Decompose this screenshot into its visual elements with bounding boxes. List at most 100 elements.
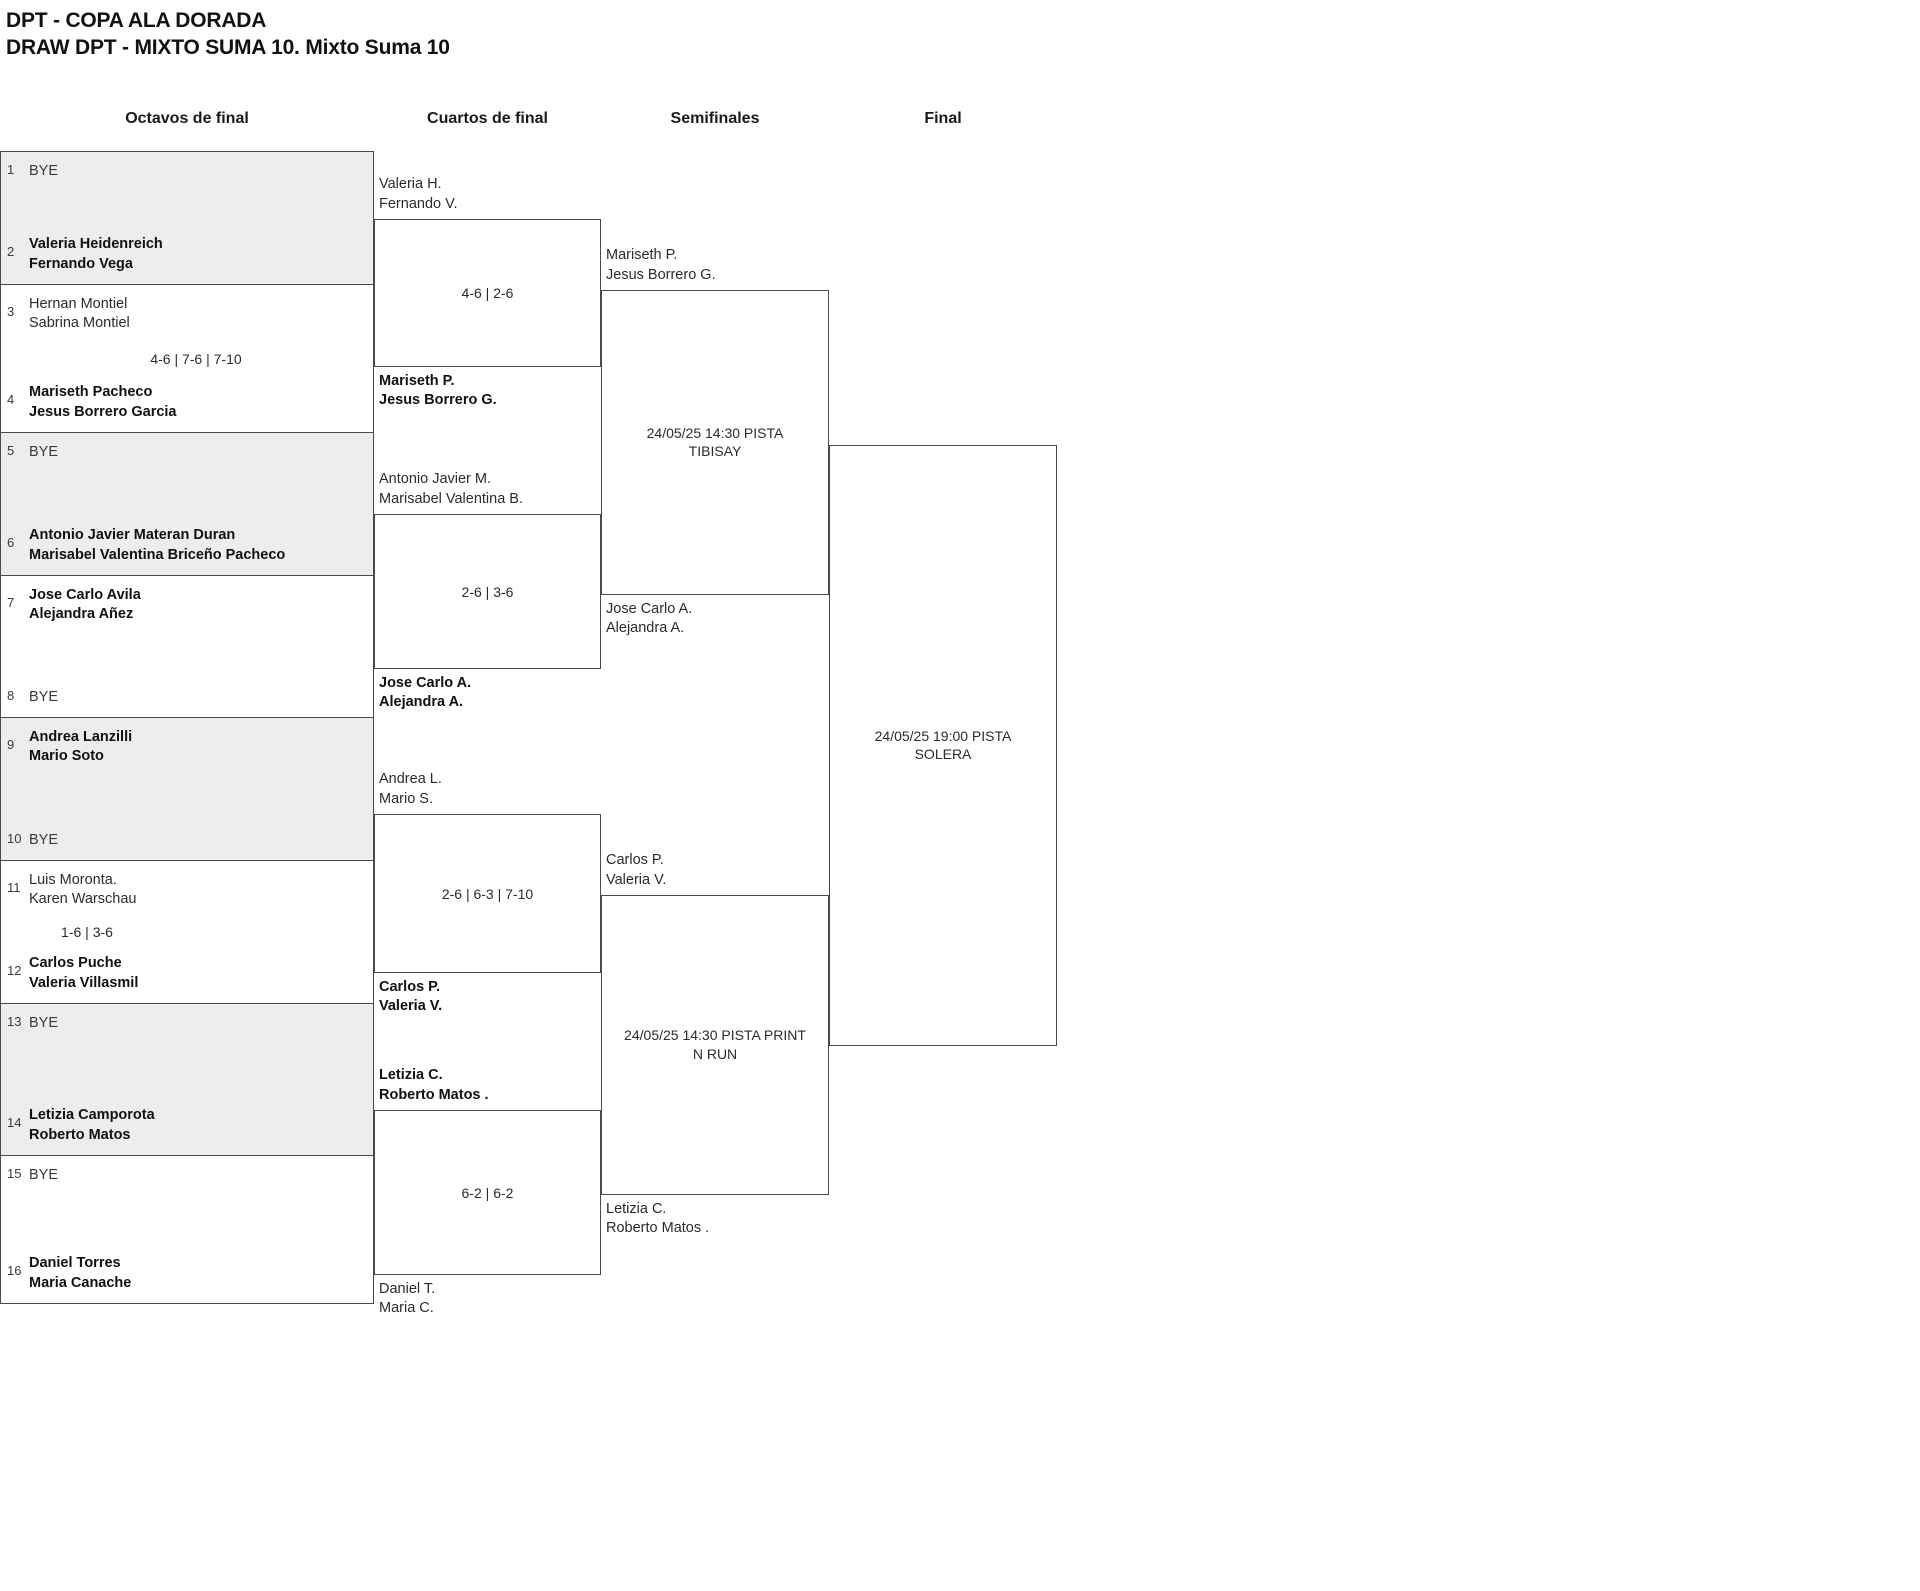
team-slot-top[interactable]: Letizia C. Roberto Matos . — [379, 1066, 489, 1105]
player-2-name: Valeria V. — [606, 871, 667, 888]
player-1-name: Valeria Heidenreich — [29, 236, 163, 253]
player-2-name: Mario Soto — [29, 748, 104, 765]
team-slot-bottom[interactable]: Daniel T. Maria C. — [379, 1280, 435, 1319]
team-slot[interactable]: 13 BYE — [1, 1014, 373, 1033]
team-slot[interactable]: 1 BYE — [1, 162, 373, 181]
player-1-name: Luis Moronta. — [29, 872, 117, 888]
schedule-line-1: 24/05/25 14:30 PISTA — [646, 424, 784, 441]
quarterfinal-match-1[interactable]: Valeria H. Fernando V. 4-6 | 2-6 Mariset… — [374, 176, 601, 408]
player-2-name: Mario S. — [379, 790, 433, 807]
team-slot-bottom[interactable]: Mariseth P. Jesus Borrero G. — [379, 372, 497, 411]
seed-number: 7 — [7, 595, 15, 610]
seed-number: 15 — [7, 1166, 22, 1181]
team-slot[interactable]: 12 Carlos Puche Valeria Villasmil — [1, 954, 373, 993]
seed-number: 3 — [7, 304, 15, 319]
player-2-name: Marisabel Valentina B. — [379, 490, 524, 507]
match-score: 4-6 | 7-6 | 7-10 — [150, 350, 242, 367]
team-names: BYE — [29, 163, 59, 179]
player-1-name: Jose Carlo A. — [379, 675, 472, 691]
player-1-name: Antonio Javier M. — [379, 471, 492, 488]
team-slot-bottom[interactable]: Jose Carlo A. Alejandra A. — [606, 600, 692, 639]
team-names: Mariseth Pacheco Jesus Borrero Garcia — [29, 383, 177, 422]
team-slot[interactable]: 3 Hernan Montiel Sabrina Montiel — [1, 295, 373, 334]
seed-number: 12 — [7, 963, 22, 979]
team-slot-top[interactable]: Mariseth P. Jesus Borrero G. — [606, 246, 716, 285]
seed-number: 5 — [7, 443, 15, 458]
player-1-name: Antonio Javier Materan Duran — [29, 527, 236, 544]
team-names: Daniel Torres Maria Canache — [29, 1254, 131, 1293]
match-row[interactable]: 13 BYE 14 Letizia Camporota Roberto Mato… — [1, 1004, 373, 1156]
player-2-name: Fernando Vega — [29, 255, 133, 272]
round-header-semifinals: Semifinales — [670, 110, 760, 127]
team-names: BYE — [29, 1167, 59, 1183]
player-1-name: Letizia C. — [606, 1201, 667, 1217]
seed-number: 9 — [7, 737, 15, 752]
player-1-name: Daniel Torres — [29, 1255, 121, 1272]
match-row[interactable]: 11 Luis Moronta. Karen Warschau 1-6 | 3-… — [1, 861, 373, 1004]
team-slot-top[interactable]: Antonio Javier M. Marisabel Valentina B. — [379, 470, 523, 509]
team-slot[interactable]: 16 Daniel Torres Maria Canache — [1, 1254, 373, 1293]
team-slot-top[interactable]: Andrea L. Mario S. — [379, 770, 442, 809]
match-row[interactable]: 3 Hernan Montiel Sabrina Montiel 4-6 | 7… — [1, 285, 373, 433]
quarterfinal-match-4[interactable]: Letizia C. Roberto Matos . 6-2 | 6-2 Dan… — [374, 1067, 601, 1316]
semifinal-match-1[interactable]: Mariseth P. Jesus Borrero G. 24/05/25 14… — [601, 247, 829, 636]
team-slot-top[interactable]: Valeria H. Fernando V. — [379, 175, 457, 214]
player-2-name: Maria C. — [379, 1300, 434, 1317]
team-slot-bottom[interactable]: Jose Carlo A. Alejandra A. — [379, 674, 471, 713]
team-slot[interactable]: 14 Letizia Camporota Roberto Matos — [1, 1106, 373, 1145]
player-2-name: Roberto Matos . — [379, 1086, 489, 1103]
match-row[interactable]: 1 BYE 2 Valeria Heidenreich Fernando Veg… — [1, 152, 373, 285]
semifinal-match-2[interactable]: Carlos P. Valeria V. 24/05/25 14:30 PIST… — [601, 852, 829, 1236]
team-names: BYE — [29, 688, 59, 705]
team-slot[interactable]: 9 Andrea Lanzilli Mario Soto — [1, 728, 373, 767]
team-names: Antonio Javier Materan Duran Marisabel V… — [29, 526, 285, 565]
player-2-name: Jesus Borrero G. — [379, 392, 497, 409]
match-row[interactable]: 15 BYE 16 Daniel Torres Maria Canache — [1, 1156, 373, 1303]
match-row[interactable]: 7 Jose Carlo Avila Alejandra Añez 8 BYE — [1, 576, 373, 718]
seed-number: 6 — [7, 535, 15, 551]
player-2-name: Valeria Villasmil — [29, 974, 139, 991]
team-slot[interactable]: 7 Jose Carlo Avila Alejandra Añez — [1, 586, 373, 625]
match-score: 1-6 | 3-6 — [61, 924, 113, 940]
player-1-name: Letizia C. — [379, 1067, 443, 1084]
schedule-line-2: TIBISAY — [688, 443, 742, 460]
team-names: Carlos Puche Valeria Villasmil — [29, 954, 138, 993]
team-slot[interactable]: 4 Mariseth Pacheco Jesus Borrero Garcia — [1, 383, 373, 422]
team-slot-top[interactable]: Carlos P. Valeria V. — [606, 851, 666, 890]
player-1-name: Valeria H. — [379, 176, 442, 193]
team-slot[interactable]: 5 BYE — [1, 443, 373, 462]
match-score: 6-2 | 6-2 — [461, 1184, 514, 1201]
schedule-line-2: SOLERA — [914, 746, 972, 763]
match-schedule: 24/05/25 19:00 PISTA SOLERA — [830, 727, 1056, 765]
round-header-round-of-16: Octavos de final — [125, 110, 249, 127]
player-1-name: Jose Carlo Avila — [29, 587, 141, 603]
player-1-name: Mariseth P. — [379, 373, 455, 389]
quarterfinal-match-2[interactable]: Antonio Javier M. Marisabel Valentina B.… — [374, 471, 601, 710]
player-1-name: Carlos P. — [379, 979, 440, 995]
seed-number: 10 — [7, 830, 22, 846]
player-2-name: Alejandra A. — [379, 694, 464, 711]
match-schedule: 24/05/25 14:30 PISTA PRINT N RUN — [602, 1026, 828, 1064]
team-slot[interactable]: 6 Antonio Javier Materan Duran Marisabel… — [1, 526, 373, 565]
team-slot[interactable]: 8 BYE — [1, 688, 373, 707]
team-slot[interactable]: 2 Valeria Heidenreich Fernando Vega — [1, 235, 373, 274]
seed-number: 14 — [7, 1115, 22, 1131]
team-slot-bottom[interactable]: Letizia C. Roberto Matos . — [606, 1200, 709, 1239]
round-header-final: Final — [924, 110, 962, 127]
match-row[interactable]: 5 BYE 6 Antonio Javier Materan Duran Mar… — [1, 433, 373, 576]
seed-number: 11 — [7, 880, 21, 895]
team-slot[interactable]: 15 BYE — [1, 1166, 373, 1185]
round-of-16-column: 1 BYE 2 Valeria Heidenreich Fernando Veg… — [0, 151, 374, 1304]
team-slot[interactable]: 10 BYE — [1, 831, 373, 850]
player-2-name: Roberto Matos . — [606, 1220, 710, 1237]
final-match[interactable]: 24/05/25 19:00 PISTA SOLERA — [829, 445, 1057, 1046]
player-2-name: Jesus Borrero G. — [606, 266, 716, 283]
player-1-name: Mariseth Pacheco — [29, 384, 153, 401]
player-2-name: Marisabel Valentina Briceño Pacheco — [29, 546, 286, 563]
schedule-line-2: N RUN — [692, 1046, 738, 1062]
match-row[interactable]: 9 Andrea Lanzilli Mario Soto 10 BYE — [1, 718, 373, 861]
team-slot[interactable]: 11 Luis Moronta. Karen Warschau — [1, 871, 373, 910]
quarterfinal-match-3[interactable]: Andrea L. Mario S. 2-6 | 6-3 | 7-10 Carl… — [374, 771, 601, 1014]
player-2-name: Valeria V. — [379, 998, 443, 1015]
team-slot-bottom[interactable]: Carlos P. Valeria V. — [379, 978, 442, 1017]
